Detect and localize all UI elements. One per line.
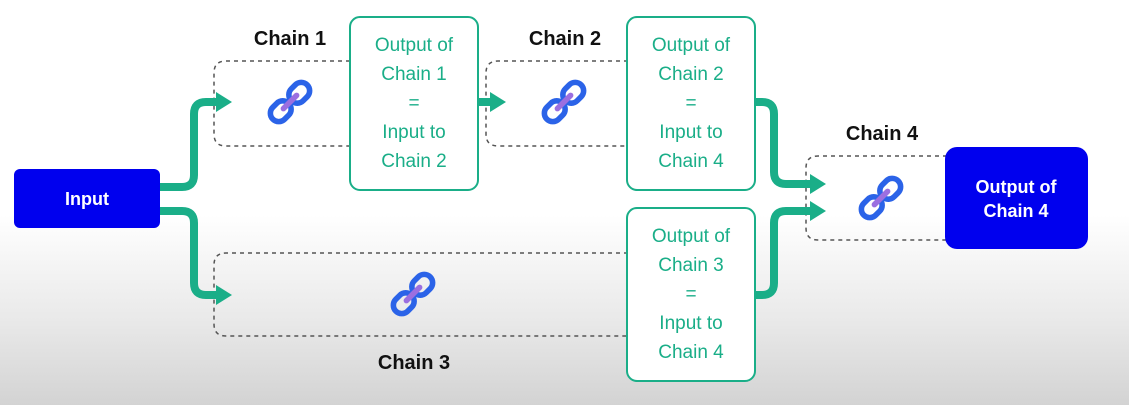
flow-input-to-chain3 [160, 207, 216, 299]
input-label: Input [65, 189, 109, 209]
handoff-box-chain1 [349, 16, 479, 191]
chain1-dashed-outline [213, 60, 350, 147]
final-output-line2: Chain 4 [983, 201, 1048, 221]
chain-link-icon [390, 271, 436, 317]
chain2-title: Chain 2 [529, 28, 601, 50]
handoff-chain3-line4: Input to [659, 313, 722, 334]
handoff-chain3-line3: = [685, 284, 696, 305]
handoff-chain1-line4: Input to [382, 122, 445, 143]
handoff-chain2-line1: Output of [652, 35, 731, 56]
arrowhead-chain1 [216, 92, 232, 112]
handoff-box-chain3 [626, 207, 756, 382]
arrowhead-chain4-top [810, 174, 826, 194]
chain4-title: Chain 4 [846, 123, 919, 145]
input-box [14, 169, 160, 228]
handoff-chain2-line3: = [685, 93, 696, 114]
handoff-chain1-line3: = [408, 93, 419, 114]
handoff-chain3-line2: Chain 3 [658, 255, 724, 276]
handoff-chain3-line5: Chain 4 [658, 342, 724, 363]
chain-link-icon [267, 79, 313, 125]
handoff-box-chain2 [626, 16, 756, 191]
arrowhead-chain4-bottom [810, 201, 826, 221]
handoff-chain2-line5: Chain 4 [658, 151, 724, 172]
final-output-box [945, 147, 1088, 249]
handoff-chain3-line1: Output of [652, 226, 731, 247]
handoff-chain1-line2: Chain 1 [381, 64, 447, 85]
flow-box3-to-chain4 [755, 207, 810, 299]
flow-input-to-chain1 [160, 98, 216, 191]
arrowhead-chain3 [216, 285, 232, 305]
chain-link-icon [858, 175, 904, 221]
chain1-title: Chain 1 [254, 28, 326, 50]
flow-box2-to-chain4 [755, 98, 810, 188]
chain-link-icon [541, 79, 587, 125]
chain4-dashed-outline [805, 155, 947, 241]
handoff-chain2-line2: Chain 2 [658, 64, 724, 85]
handoff-chain2-line4: Input to [659, 122, 722, 143]
handoff-chain1-line5: Chain 2 [381, 151, 447, 172]
arrowhead-chain2 [490, 92, 506, 112]
chain3-title: Chain 3 [378, 352, 450, 374]
final-output-line1: Output of [976, 177, 1058, 197]
handoff-chain1-line1: Output of [375, 35, 454, 56]
